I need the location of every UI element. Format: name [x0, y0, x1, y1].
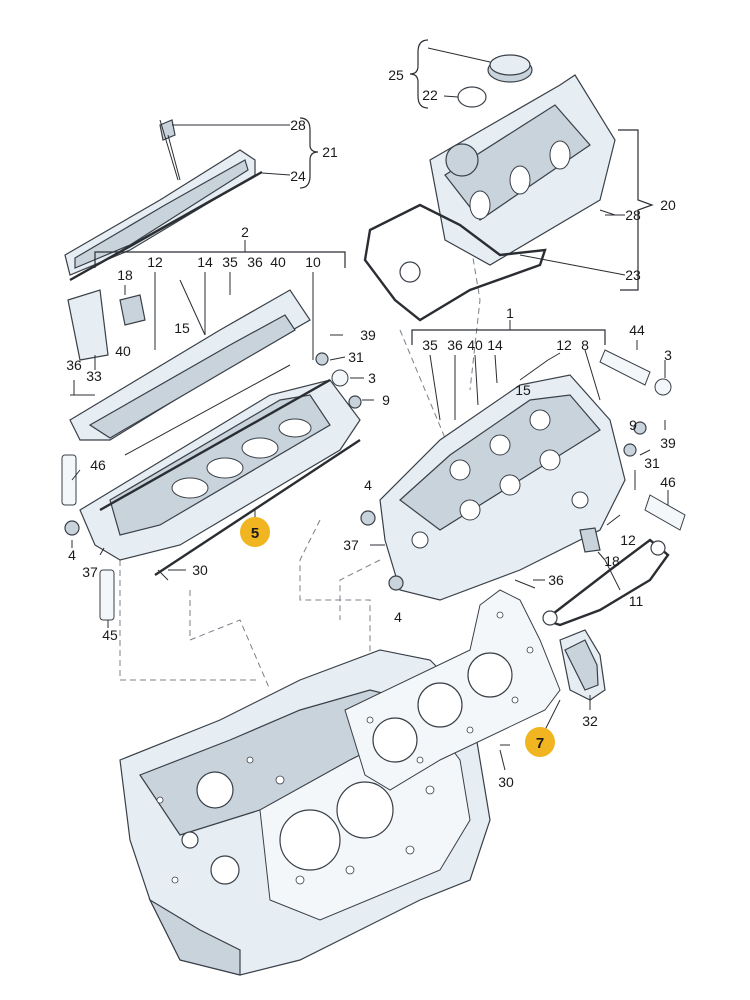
label-32: 32	[582, 713, 598, 729]
label-36-right-top: 36	[447, 337, 463, 353]
label-40-right: 40	[467, 337, 483, 353]
label-2: 2	[241, 224, 249, 240]
label-39-right: 39	[660, 435, 676, 451]
label-36-right: 36	[548, 572, 564, 588]
callout-7[interactable]: 7	[525, 727, 555, 757]
label-4-mid: 4	[364, 477, 372, 493]
label-4-low: 4	[394, 609, 402, 625]
label-1: 1	[506, 305, 514, 321]
right-cylinder-head	[379, 374, 626, 601]
leader-lines	[71, 39, 669, 771]
label-3-left: 3	[368, 370, 376, 386]
label-37-left: 37	[82, 564, 98, 580]
label-3-right: 3	[664, 347, 672, 363]
label-31-left: 31	[348, 349, 364, 365]
label-22: 22	[422, 87, 438, 103]
left-head-cover	[64, 119, 263, 282]
label-28-right: 28	[625, 207, 641, 223]
label-39-left: 39	[360, 327, 376, 343]
label-23: 23	[625, 267, 641, 283]
label-20: 20	[660, 197, 676, 213]
label-21: 21	[322, 144, 338, 160]
label-28-top: 28	[290, 117, 306, 133]
label-14-right: 14	[487, 337, 503, 353]
label-10: 10	[305, 254, 321, 270]
timing-cover	[559, 629, 606, 701]
callout-7-label: 7	[536, 735, 544, 752]
label-45: 45	[102, 627, 118, 643]
label-36-left: 36	[66, 357, 82, 373]
label-4-left: 4	[68, 547, 76, 563]
callout-5-label: 5	[251, 525, 259, 542]
label-44: 44	[629, 322, 645, 338]
label-12-left: 12	[147, 254, 163, 270]
label-31-right: 31	[644, 455, 660, 471]
label-46-left: 46	[90, 457, 106, 473]
label-9-left: 9	[382, 392, 390, 408]
label-30-right: 30	[498, 774, 514, 790]
label-14-left: 14	[197, 254, 213, 270]
left-camshaft-housing	[69, 289, 311, 456]
label-36-left-top: 36	[247, 254, 263, 270]
label-24: 24	[290, 168, 306, 184]
label-18-left: 18	[117, 267, 133, 283]
label-25: 25	[388, 67, 404, 83]
label-8: 8	[581, 337, 589, 353]
small-parts	[61, 119, 686, 746]
label-35-right: 35	[422, 337, 438, 353]
label-15-left: 15	[174, 320, 190, 336]
label-35-left: 35	[222, 254, 238, 270]
left-cylinder-head	[79, 378, 361, 577]
label-30-left: 30	[192, 562, 208, 578]
filler-cap	[457, 54, 533, 108]
label-40-left-low: 40	[115, 343, 131, 359]
label-46-right: 46	[660, 474, 676, 490]
label-37-right: 37	[343, 537, 359, 553]
right-head-cover	[363, 74, 616, 322]
head-gasket	[344, 589, 561, 791]
label-15-right: 15	[515, 382, 531, 398]
label-40-left: 40	[270, 254, 286, 270]
label-11: 11	[629, 593, 644, 609]
label-9-right: 9	[629, 417, 637, 433]
label-18-right: 18	[604, 553, 620, 569]
label-12-right: 12	[556, 337, 572, 353]
callout-5[interactable]: 5	[240, 517, 270, 547]
label-12-lower: 12	[620, 532, 636, 548]
part-labels: 25 22 28 21 24 20 28 23 2 12 14 35 36 40…	[66, 67, 676, 790]
label-33: 33	[86, 368, 102, 384]
oil-seal-gasket	[542, 538, 670, 627]
